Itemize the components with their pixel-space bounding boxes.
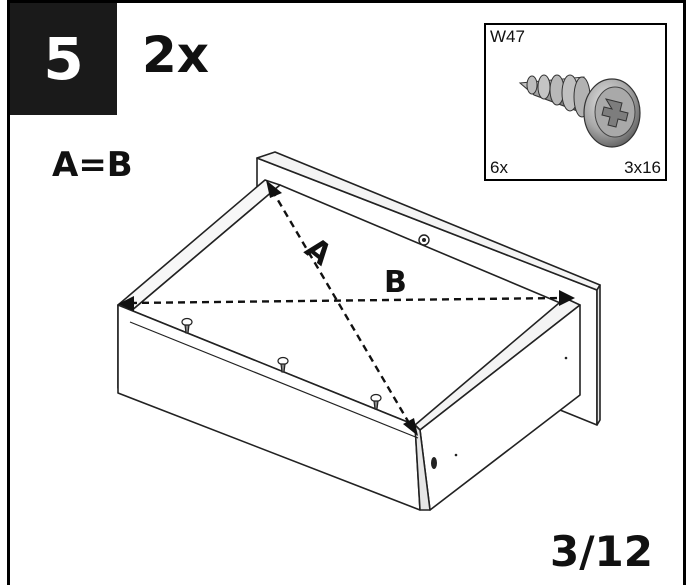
- diagonal-equation: A=B: [52, 145, 133, 185]
- label-b: B: [384, 265, 407, 300]
- part-callout: W47 6x 3x16: [484, 23, 667, 181]
- arrowhead: [266, 180, 282, 198]
- right-side-panel-edge: [414, 424, 431, 511]
- diagonal-a-line: [270, 189, 414, 429]
- arrowhead: [118, 296, 134, 311]
- step-number: 5: [43, 25, 84, 93]
- step-badge: 5: [10, 3, 117, 115]
- screw-mark: [277, 356, 289, 373]
- screw-mark: [181, 317, 193, 334]
- part-count: 6x: [490, 158, 508, 177]
- diagonal-b-line: [129, 296, 563, 305]
- step-quantity: 2x: [142, 26, 210, 84]
- arrowhead: [403, 418, 418, 436]
- part-code: W47: [490, 27, 525, 46]
- back-panel-side: [596, 284, 601, 426]
- page-number: 3/12: [549, 527, 653, 576]
- page-frame: [7, 0, 686, 585]
- side-hole: [431, 457, 437, 469]
- part-size: 3x16: [624, 158, 661, 177]
- arrowhead: [559, 290, 575, 306]
- screw-icon: [518, 74, 641, 148]
- screw-mark: [370, 393, 382, 410]
